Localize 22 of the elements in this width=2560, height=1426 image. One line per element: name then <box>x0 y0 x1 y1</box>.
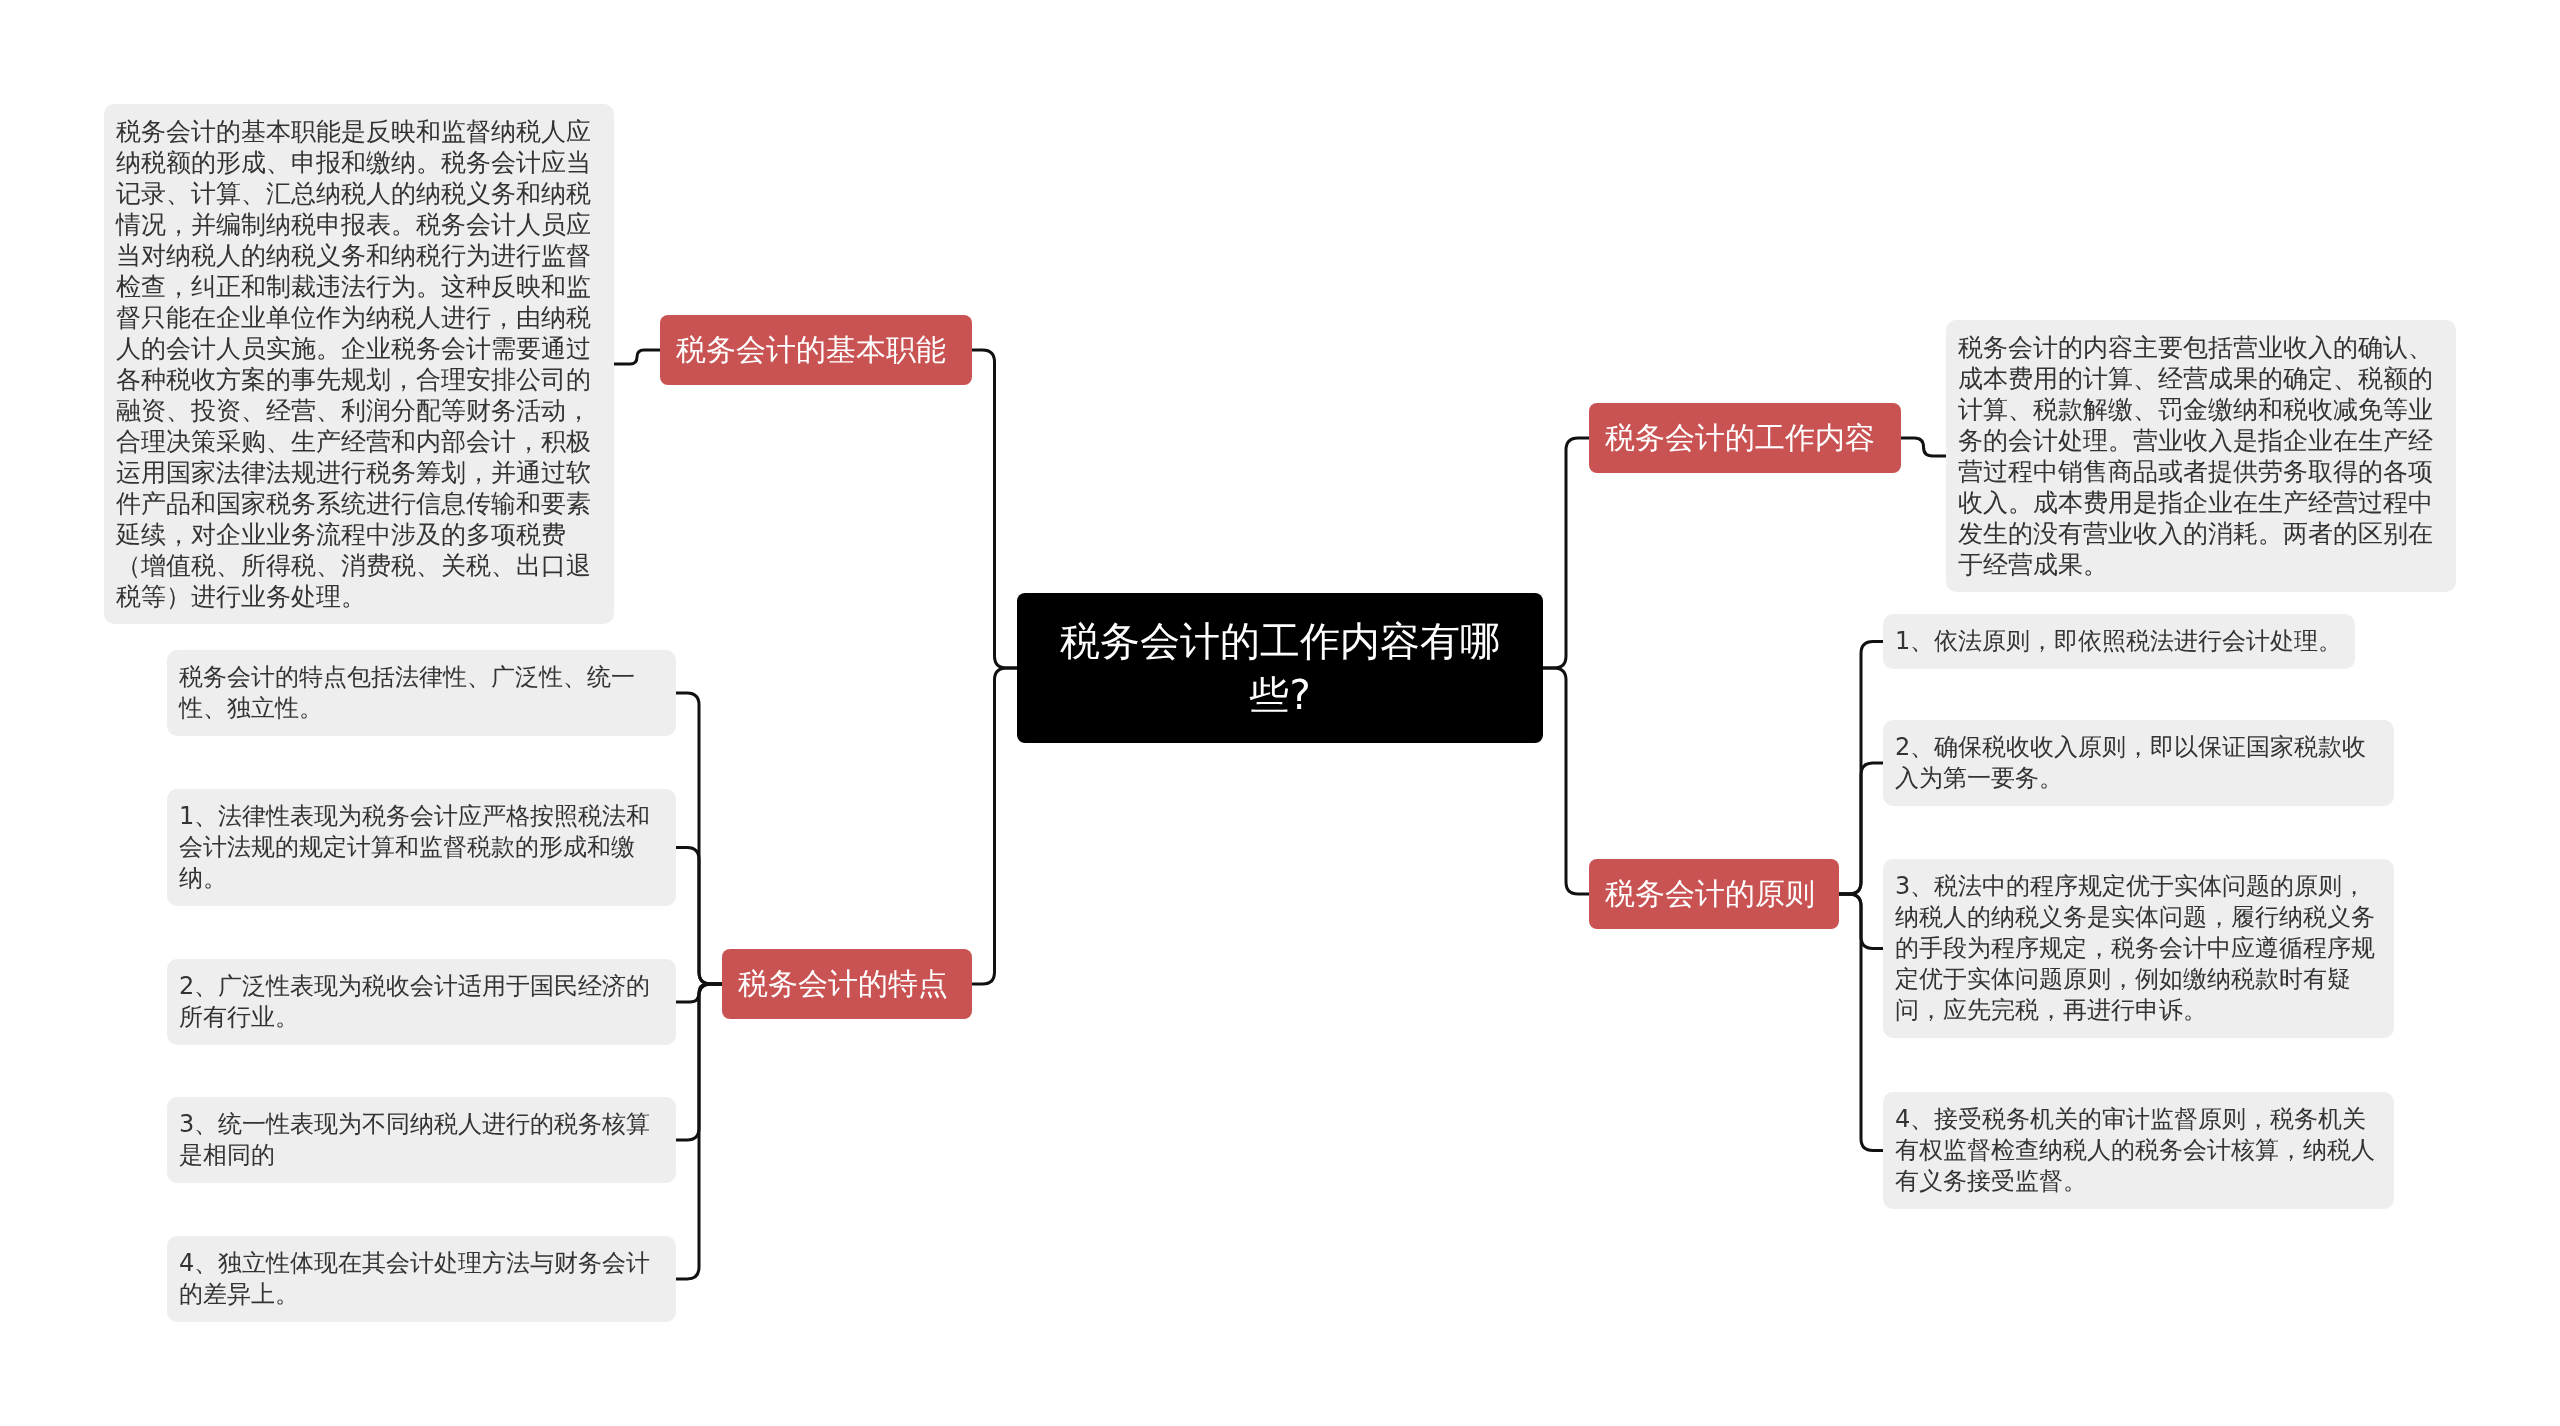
note-card: 1、法律性表现为税务会计应严格按照税法和会计法规的规定计算和监督税款的形成和缴纳。 <box>167 789 676 906</box>
branch-topic: 税务会计的工作内容 <box>1589 403 1901 473</box>
branch-topic: 税务会计的原则 <box>1589 859 1839 929</box>
note-card: 税务会计的基本职能是反映和监督纳税人应纳税额的形成、申报和缴纳。税务会计应当记录、计算、汇总纳税人的纳税义务和纳税情况，并编制纳税申报表。税务会计人员应当对纳税人的纳税义务和纳税行为进行监督检查，纠正和制裁违法行为。这种反映和监督只能在企业单位作为纳税人进行，由纳税人的会计人员实施。企业税务会计需要通过各种税收方案的事先规划，合理安排公司的融资、投资、经营、利润分配等财务活动，合理决策采购、生产经营和内部会计，积极运用国家法律法规进行税务筹划，并通过软件产品和国家税务系统进行信息传输和要素延续，对企业业务流程中涉及的多项税费（增值税、所得税、消费税、关税、出口退税等）进行业务处理。 <box>104 104 614 624</box>
note-card: 税务会计的内容主要包括营业收入的确认、成本费用的计算、经营成果的确定、税额的计算、税款解缴、罚金缴纳和税收减免等业务的会计处理。营业收入是指企业在生产经营过程中销售商品或者提供劳务取得的各项收入。成本费用是指企业在生产经营过程中发生的没有营业收入的消耗。两者的区别在于经营成果。 <box>1946 320 2456 592</box>
connector-line <box>1901 436 1946 458</box>
note-card: 4、独立性体现在其会计处理方法与财务会计的差异上。 <box>167 1236 676 1322</box>
note-card: 2、确保税收收入原则，即以保证国家税款收入为第一要务。 <box>1883 720 2394 806</box>
connector-line <box>1543 666 1589 896</box>
connector-line <box>1839 892 1883 1152</box>
connector-line <box>972 666 1017 986</box>
connector-line <box>614 348 660 366</box>
branch-topic: 税务会计的基本职能 <box>660 315 972 385</box>
note-card: 税务会计的特点包括法律性、广泛性、统一性、独立性。 <box>167 650 676 736</box>
note-card: 1、依法原则，即依照税法进行会计处理。 <box>1883 614 2355 669</box>
note-card: 2、广泛性表现为税收会计适用于国民经济的所有行业。 <box>167 959 676 1045</box>
connector-line <box>676 982 722 1281</box>
central-topic: 税务会计的工作内容有哪些? <box>1017 593 1543 743</box>
note-card: 4、接受税务机关的审计监督原则，税务机关有权监督检查纳税人的税务会计核算，纳税人有义务接受监督。 <box>1883 1092 2394 1209</box>
note-card: 3、统一性表现为不同纳税人进行的税务核算是相同的 <box>167 1097 676 1183</box>
branch-topic: 税务会计的特点 <box>722 949 972 1019</box>
note-card: 3、税法中的程序规定优于实体问题的原则，纳税人的纳税义务是实体问题，履行纳税义务的手段为程序规定，税务会计中应遵循程序规定优于实体问题原则，例如缴纳税款时有疑问，应先完税，再进行申诉。 <box>1883 859 2394 1038</box>
